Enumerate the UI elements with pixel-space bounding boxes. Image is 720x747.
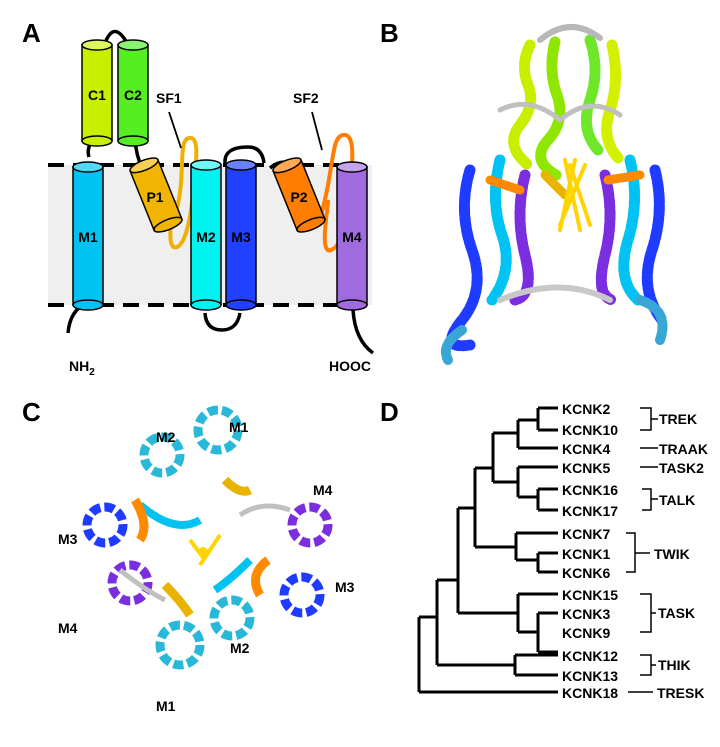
gene-label: KCNK18	[562, 685, 618, 701]
c-terminus-label: HOOC	[329, 358, 371, 374]
tree-branches	[417, 406, 558, 694]
n-terminus-label: NH2	[69, 358, 95, 378]
helix-p1	[129, 157, 183, 233]
helix-m1: M1	[72, 161, 104, 311]
panel-b: B	[380, 18, 668, 365]
c-label-m3-left: M3	[58, 531, 78, 547]
helix-p2-label: P2	[290, 189, 307, 205]
gene-label: KCNK12	[562, 648, 618, 664]
helix-m3-label: M3	[231, 229, 251, 245]
helix-c2: C2	[117, 39, 149, 147]
group-brackets	[626, 407, 658, 693]
gene-label: KCNK16	[562, 482, 618, 498]
panel-a-label: A	[22, 18, 41, 48]
gene-label: KCNK7	[562, 526, 610, 542]
sf2-label: SF2	[293, 90, 319, 106]
helix-m2: M2	[190, 159, 222, 311]
group-label: TRAAK	[659, 441, 708, 457]
sf1-pointer	[168, 111, 182, 149]
ribbon-structure-side-view	[440, 24, 668, 365]
group-label: TREK	[659, 411, 697, 427]
gene-label: KCNK2	[562, 401, 610, 417]
gene-label: KCNK10	[562, 422, 618, 438]
helix-c1: C1	[81, 39, 113, 147]
gene-label: KCNK9	[562, 625, 610, 641]
group-label: TRESK	[657, 685, 704, 701]
gene-label: KCNK17	[562, 503, 618, 519]
group-label: THIK	[658, 657, 691, 673]
helix-c1-label: C1	[88, 87, 106, 103]
gene-label: KCNK13	[562, 668, 618, 684]
group-label: TASK2	[659, 460, 704, 476]
helix-p1-label: P1	[146, 189, 163, 205]
sf1-label: SF1	[156, 90, 182, 106]
c-label-m2-top: M2	[156, 429, 176, 445]
group-labels: TREK TRAAK TASK2 TALK TWIK TASK THIK TRE…	[654, 411, 708, 701]
gene-label: KCNK15	[562, 587, 618, 603]
helix-m4: M4	[336, 161, 368, 311]
panel-d-label: D	[380, 397, 399, 427]
helix-m4-label: M4	[342, 229, 362, 245]
helix-m1-label: M1	[78, 229, 98, 245]
panel-b-label: B	[380, 18, 399, 48]
helix-m3: M3	[225, 159, 257, 311]
sf2-pointer	[311, 111, 323, 151]
panel-c: C M2 M1 M4 M3 M3 M4 M2 M1	[22, 397, 355, 714]
group-label: TALK	[659, 492, 695, 508]
gene-label: KCNK3	[562, 606, 610, 622]
panel-d: D KCNK2 KCNK10 KCNK4 KCNK5 KCNK16 KCNK17…	[380, 397, 708, 701]
c-label-m1-bottom: M1	[156, 698, 176, 714]
ribbon-structure-top-view	[82, 405, 333, 670]
group-label: TWIK	[654, 546, 690, 562]
gene-label: KCNK5	[562, 460, 610, 476]
group-label: TASK	[658, 605, 695, 621]
panel-a: A C1 C2	[22, 18, 375, 378]
c-label-m3-right: M3	[335, 579, 355, 595]
helix-c2-label: C2	[124, 87, 142, 103]
gene-label: KCNK6	[562, 565, 610, 581]
panel-c-label: C	[22, 397, 41, 427]
c-label-m1-top: M1	[229, 419, 249, 435]
c-label-m4-left: M4	[58, 620, 78, 636]
helix-p2	[272, 157, 326, 233]
gene-label: KCNK1	[562, 546, 610, 562]
c-label-m2-bottom: M2	[230, 640, 250, 656]
gene-labels: KCNK2 KCNK10 KCNK4 KCNK5 KCNK16 KCNK17 K…	[562, 401, 618, 701]
helix-m2-label: M2	[196, 229, 216, 245]
c-label-m4-right: M4	[313, 482, 333, 498]
gene-label: KCNK4	[562, 441, 610, 457]
